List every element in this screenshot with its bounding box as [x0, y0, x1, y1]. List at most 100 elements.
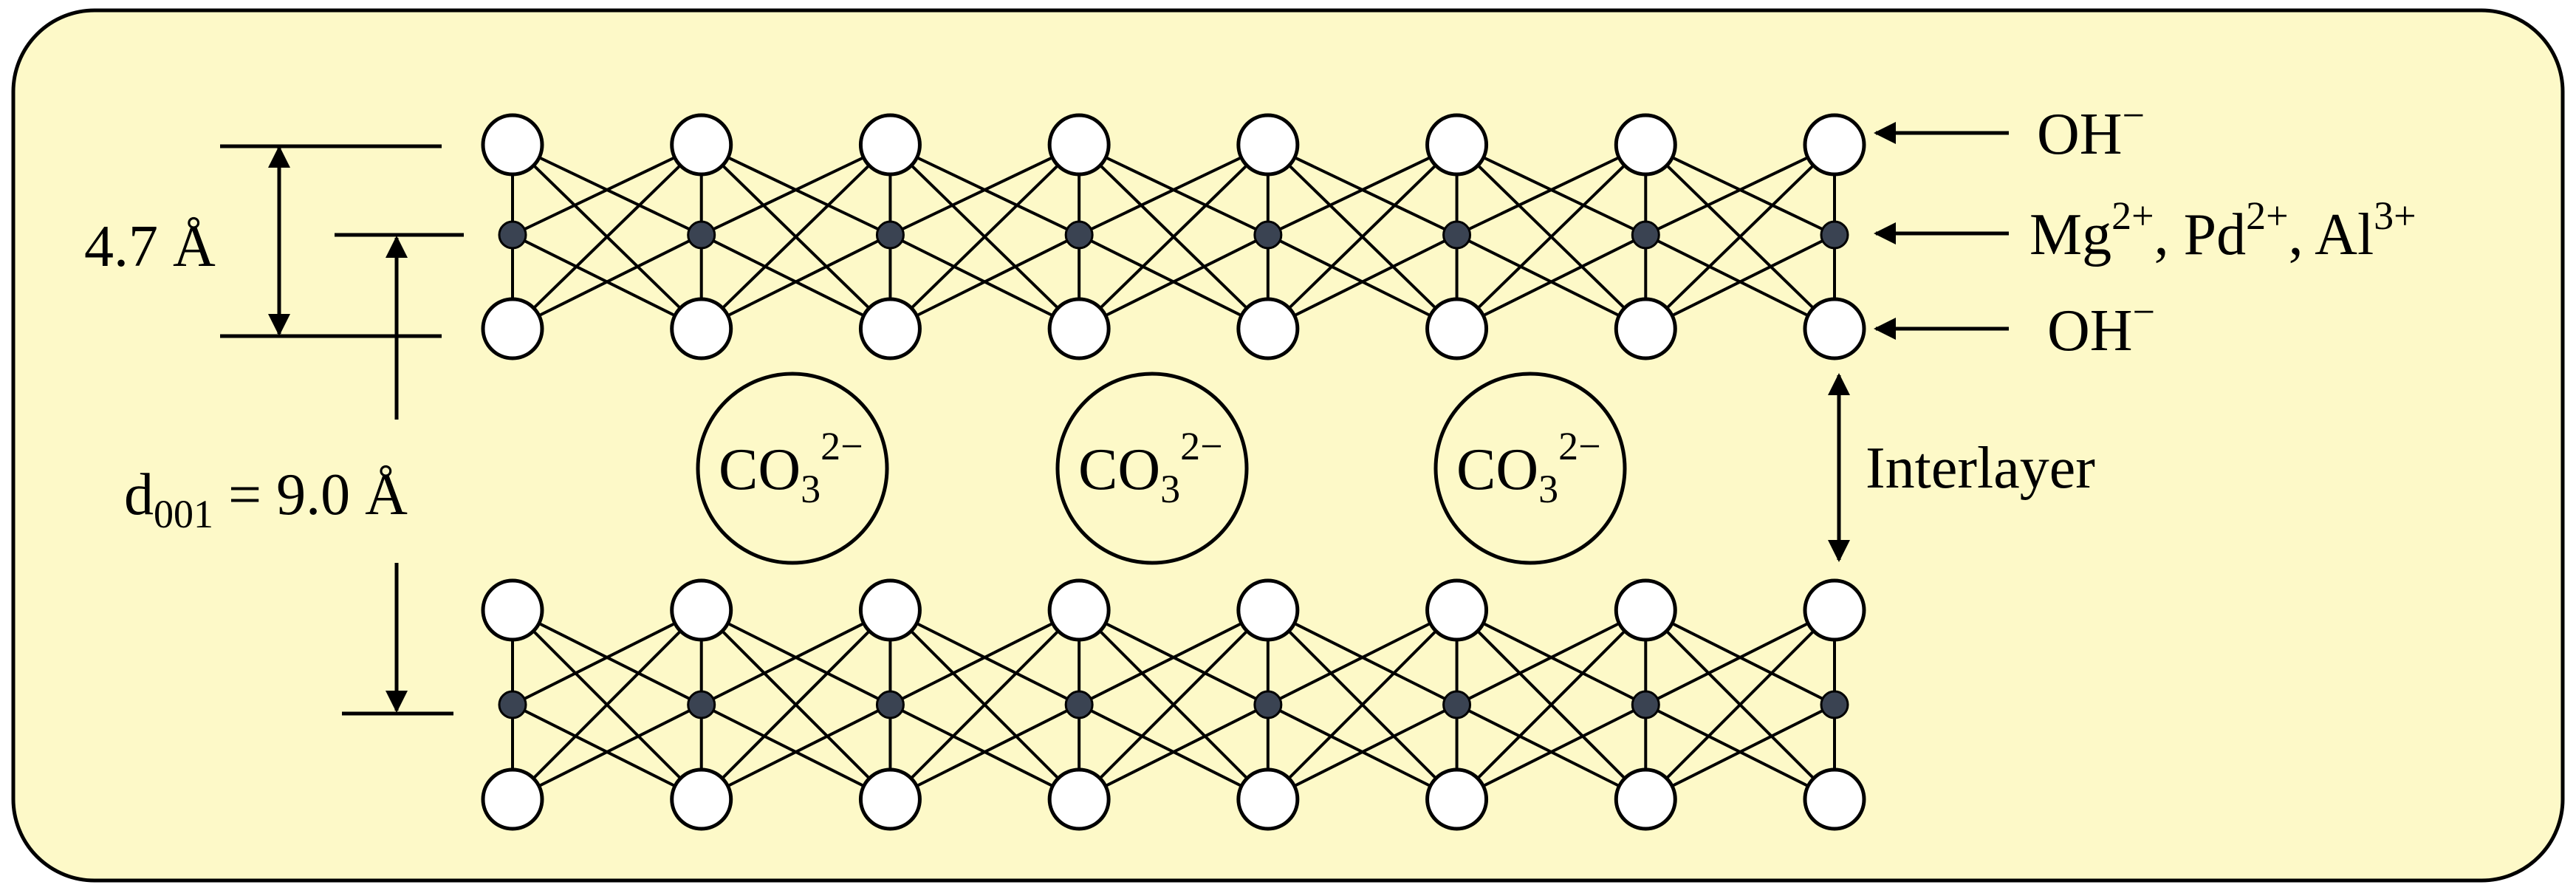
metal-cation-atom: [687, 690, 716, 719]
hydroxide-atom: [670, 113, 733, 177]
bond-line: [889, 703, 1080, 801]
metal-cation-atom: [1631, 220, 1660, 250]
bond-line: [889, 609, 1080, 801]
hydroxide-atom: [858, 297, 922, 360]
metal-cation-atom: [498, 220, 527, 250]
hydroxide-atom: [1803, 767, 1866, 831]
bond-network: [511, 609, 1836, 801]
hydroxide-atom: [1614, 767, 1677, 831]
bond-line: [512, 233, 702, 330]
hydroxide-atom: [1425, 767, 1489, 831]
bond-line: [1456, 143, 1647, 236]
bond-line: [889, 609, 1080, 706]
hydroxide-atom: [1236, 767, 1300, 831]
bond-line: [1078, 609, 1269, 706]
bond-line: [1267, 609, 1458, 706]
hydroxide-layer-bottom: [481, 578, 1866, 831]
bond-line: [1267, 233, 1458, 330]
hydroxide-atom: [481, 578, 544, 642]
hydroxide-atom: [1047, 578, 1111, 642]
hydroxide-atom: [858, 113, 922, 177]
metal-cation-atom: [1253, 690, 1283, 719]
bond-line: [700, 143, 891, 330]
hydroxide-atom: [1425, 113, 1489, 177]
bond-line: [1078, 609, 1270, 801]
hydroxide-atom: [1425, 578, 1489, 642]
hydroxide-atom: [1803, 113, 1866, 177]
oh-bottom-label: OH−: [2047, 290, 2155, 363]
metal-cation-atom: [1253, 220, 1283, 250]
bond-line: [1645, 609, 1835, 706]
interlayer-label: Interlayer: [1866, 436, 2095, 501]
bond-line: [1078, 703, 1269, 801]
carbonate-ion: CO32−: [1055, 372, 1249, 565]
bond-line: [1456, 143, 1647, 330]
bond-line: [512, 143, 702, 236]
svg-text:CO32−: CO32−: [1078, 424, 1223, 511]
bond-line: [1078, 143, 1270, 330]
hydroxide-atom: [481, 767, 544, 831]
bond-line: [1267, 609, 1458, 801]
hydroxide-atom: [1236, 113, 1300, 177]
carbonate-ion: CO32−: [1433, 372, 1627, 565]
bond-line: [700, 233, 891, 330]
bond-line: [700, 609, 891, 801]
bond-line: [700, 143, 891, 236]
metal-cation-atom: [875, 690, 905, 719]
hydroxide-atom: [858, 767, 922, 831]
bond-line: [1267, 703, 1458, 801]
metal-cation-atom: [687, 220, 716, 250]
oh-top-label: OH−: [2037, 93, 2145, 167]
hydroxide-atom: [1047, 297, 1111, 360]
hydroxide-atom: [1047, 767, 1111, 831]
metal-cation-atom: [1820, 220, 1849, 250]
bond-line: [700, 703, 891, 801]
bond-line: [1456, 609, 1647, 801]
bond-line: [511, 609, 703, 801]
bond-line: [1645, 143, 1835, 236]
bond-line: [511, 143, 703, 330]
metal-cation-atom: [1442, 690, 1472, 719]
hydroxide-layer-top: [481, 113, 1866, 360]
bond-line: [889, 233, 1080, 330]
bond-line: [1456, 233, 1647, 330]
bond-line: [512, 609, 702, 706]
hydroxide-atom: [670, 297, 733, 360]
bond-line: [1644, 609, 1836, 801]
svg-text:CO32−: CO32−: [1456, 424, 1601, 511]
bond-line: [889, 143, 1080, 236]
metal-cation-atom: [1820, 690, 1849, 719]
hydroxide-atom: [481, 297, 544, 360]
bond-line: [1078, 233, 1269, 330]
hydroxide-atom: [1047, 113, 1111, 177]
hydroxide-atom: [481, 113, 544, 177]
bond-line: [700, 609, 891, 706]
metal-cation-atom: [1442, 220, 1472, 250]
hydroxide-atom: [1803, 578, 1866, 642]
carbonate-ion: CO32−: [696, 372, 889, 565]
metal-cation-atom: [1631, 690, 1660, 719]
hydroxide-atom: [1803, 297, 1866, 360]
hydroxide-atom: [670, 767, 733, 831]
bond-line: [1456, 609, 1647, 706]
bond-line: [1644, 143, 1836, 330]
bond-line: [1645, 233, 1835, 330]
hydroxide-atom: [1236, 578, 1300, 642]
bond-line: [1645, 703, 1835, 801]
bond-line: [512, 703, 702, 801]
hydroxide-atom: [1236, 297, 1300, 360]
hydroxide-atom: [670, 578, 733, 642]
metal-cation-atom: [498, 690, 527, 719]
hydroxide-atom: [1614, 113, 1677, 177]
metal-cation-atom: [875, 220, 905, 250]
svg-text:CO32−: CO32−: [719, 424, 863, 511]
bond-line: [1267, 143, 1458, 236]
hydroxide-atom: [1614, 578, 1677, 642]
hydroxide-atom: [1425, 297, 1489, 360]
bond-line: [1267, 143, 1458, 330]
bond-line: [1456, 703, 1647, 801]
d-spacing-label: d001 = 9.0 Å: [124, 462, 408, 536]
metal-cations-label: Mg2+, Pd2+, Al3+: [2029, 194, 2416, 267]
